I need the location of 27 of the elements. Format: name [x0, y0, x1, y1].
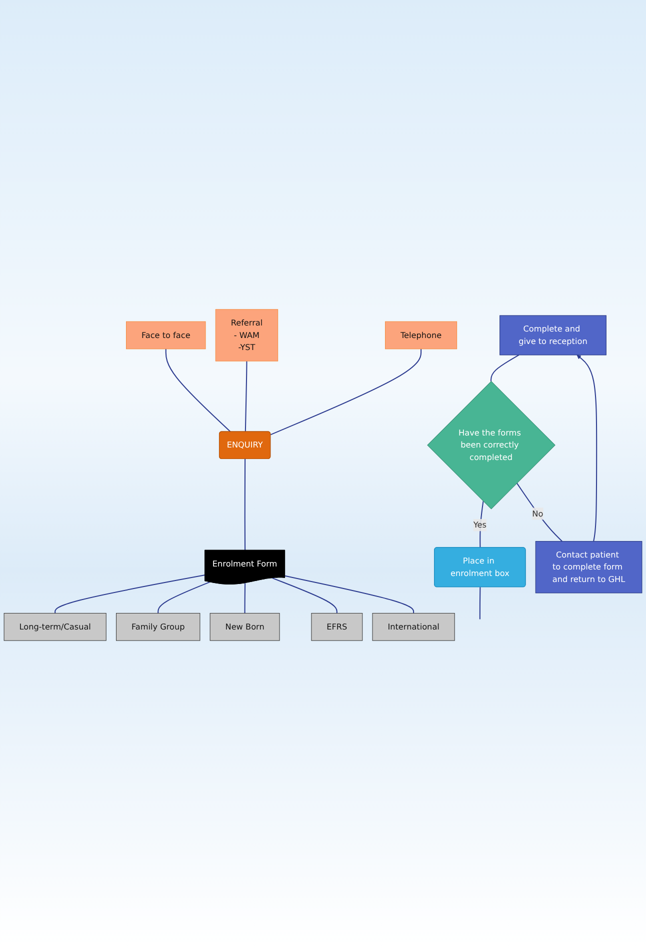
- connector: [516, 482, 562, 542]
- connector: [244, 459, 246, 550]
- node-box: Telephone: [385, 321, 458, 350]
- node-box: Long-term/Casual: [4, 612, 106, 641]
- connector: [158, 582, 210, 614]
- node-box: Face to face: [126, 321, 206, 350]
- edge-label: No: [532, 508, 544, 518]
- connector: [490, 354, 520, 382]
- connector: [244, 361, 248, 432]
- node-box: Complete and give to reception: [500, 315, 606, 356]
- node-box: EFRS: [311, 612, 363, 641]
- connector: [284, 575, 414, 614]
- node-box: Family Group: [116, 612, 200, 641]
- connector: [165, 348, 231, 432]
- node-box: Referral - WAM -YST: [215, 309, 278, 362]
- connector: [480, 501, 484, 548]
- node-box: International: [372, 612, 455, 641]
- node-box: New Born: [210, 612, 280, 641]
- arrow: [576, 354, 598, 542]
- connector: [272, 578, 338, 614]
- edge-label: Yes: [473, 520, 486, 530]
- node-box: Contact patient to complete form and return to GHL: [535, 541, 642, 594]
- connector: [54, 574, 206, 614]
- connector: [244, 583, 246, 614]
- connector: [479, 587, 481, 620]
- node-diamond: Have the forms been correctly completed: [427, 380, 556, 510]
- connector: [270, 348, 422, 436]
